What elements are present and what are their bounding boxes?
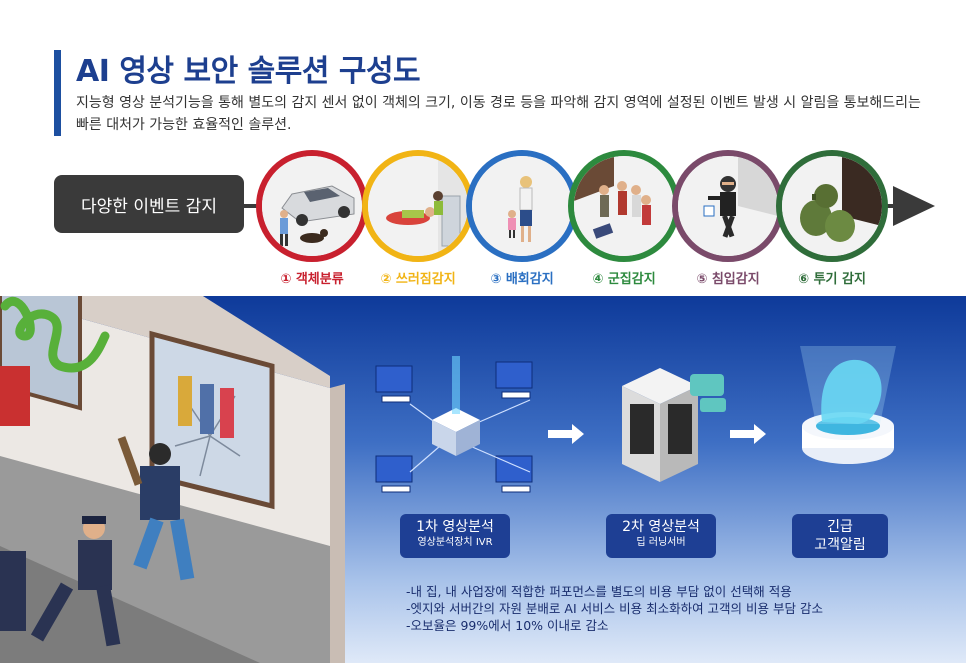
step2-label-box: 2차 영상분석 딥 러닝서버 [606,514,716,558]
title-accent-bar [54,50,61,136]
event-label-crowd-detection: ④ 군집감지 [592,272,656,287]
event-circle-fall-detection [362,150,474,262]
step1-title: 1차 영상분석 [416,519,494,535]
monitor-icon [375,361,533,493]
event-circle-dumping-detection [776,150,888,262]
step3-title: 긴급 [827,519,853,535]
walking-people-icon [472,156,572,256]
benefits-list: -내 집, 내 사업장에 적합한 퍼포먼스를 별도의 비용 부담 없이 선택해 … [406,583,823,634]
step3-subtitle: 고객알림 [814,537,866,553]
benefit-item: -내 집, 내 사업장에 적합한 퍼포먼스를 별도의 비용 부담 없이 선택해 … [406,584,792,599]
event-circle-crowd-detection [568,150,680,262]
step2-subtitle: 딥 러닝서버 [636,537,686,548]
event-label-fall-detection: ② 쓰러짐감지 [380,272,456,287]
garbage-bags-icon [782,156,882,256]
bottom-section: 1차 영상분석 영상분석장치 IVR 2차 영상분석 딥 러닝서버 긴급 고객알… [0,296,966,663]
event-detection-label: 다양한 이벤트 감지 [54,175,244,233]
event-label-dumping-detection: ⑥ 투기 감지 [798,272,866,287]
page-title: AI 영상 보안 솔루션 구성도 [76,54,421,89]
car-person-dog-icon [262,156,362,256]
event-label-loitering-detection: ③ 배회감지 [490,272,554,287]
burglar-icon [678,156,778,256]
event-circle-loitering-detection [466,150,578,262]
event-label-object-classification: ① 객체분류 [280,272,344,287]
crowd-icon [574,156,674,256]
event-timeline-arrow-icon [893,186,935,226]
top-section: AI 영상 보안 솔루션 구성도 지능형 영상 분석기능을 통해 별도의 감지 … [0,0,966,296]
page-description: 지능형 영상 분석기능을 통해 별도의 감지 센서 없이 객체의 크기, 이동 … [76,95,921,133]
step3-label-box: 긴급 고객알림 [792,514,888,558]
benefit-item: -오보율은 99%에서 10% 이내로 감소 [406,618,609,633]
store-break-in-illustration [0,296,896,663]
event-circle-object-classification [256,150,368,262]
event-label-intrusion-detection: ⑤ 침입감지 [696,272,760,287]
step1-subtitle: 영상분석장치 IVR [417,537,493,548]
step1-label-box: 1차 영상분석 영상분석장치 IVR [400,514,510,558]
fallen-person-icon [368,156,468,256]
event-circle-intrusion-detection [672,150,784,262]
step2-title: 2차 영상분석 [622,519,700,535]
benefit-item: -엣지와 서버간의 자원 분배로 AI 서비스 비용 최소화하여 고객의 비용 … [406,601,823,616]
